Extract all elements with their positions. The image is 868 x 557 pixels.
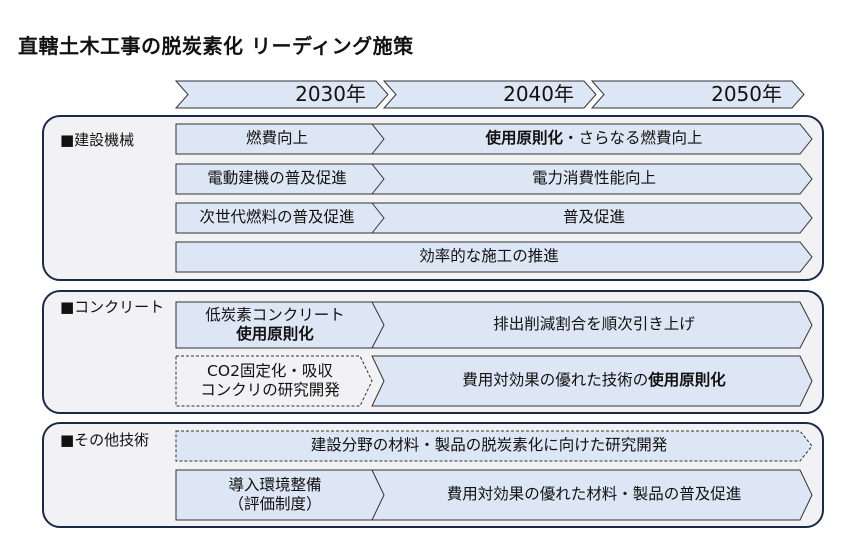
row-right-text: 排出削減割合を順次引き上げ bbox=[493, 315, 695, 334]
row-fuel-efficiency: 燃費向上 使用原則化・さらなる燃費向上 bbox=[175, 123, 813, 155]
row-next-gen-fuel: 次世代燃料の普及促進 普及促進 bbox=[175, 202, 813, 234]
row-right-text: 使用原則化・さらなる燃費向上 bbox=[485, 129, 703, 148]
page-title: 直轄土木工事の脱炭素化 リーディング施策 bbox=[18, 34, 414, 58]
group-label: ■その他技術 bbox=[60, 431, 150, 449]
timeline-label: 2050年 bbox=[711, 82, 782, 106]
group-label: ■建設機械 bbox=[60, 131, 135, 149]
row-right-text: 電力消費性能向上 bbox=[531, 169, 656, 188]
row-left-text: 燃費向上 bbox=[245, 129, 308, 148]
row-electric-machinery: 電動建機の普及促進 電力消費性能向上 bbox=[175, 163, 813, 195]
row-left-text: 導入環境整備 （評価制度） bbox=[228, 475, 322, 513]
row-co2-concrete-research: CO2固定化・吸収 コンクリの研究開発 費用対効果の優れた技術の使用原則化 bbox=[175, 355, 813, 407]
timeline-label: 2040年 bbox=[503, 82, 574, 106]
row-full-text: 効率的な施工の推進 bbox=[419, 247, 559, 266]
row-efficient-construction: 効率的な施工の推進 bbox=[175, 241, 813, 273]
row-left-text: 低炭素コンクリート 使用原則化 bbox=[205, 305, 345, 343]
row-material-research: 建設分野の材料・製品の脱炭素化に向けた研究開発 bbox=[175, 430, 813, 462]
row-left-text: CO2固定化・吸収 コンクリの研究開発 bbox=[200, 361, 340, 399]
row-right-text: 費用対効果の優れた技術の使用原則化 bbox=[462, 371, 726, 390]
row-right-text: 普及促進 bbox=[562, 208, 625, 227]
timeline-arrow-2040: 2040年 bbox=[382, 80, 597, 109]
group-label: ■コンクリート bbox=[60, 298, 165, 316]
row-left-text: 電動建機の普及促進 bbox=[207, 169, 347, 188]
row-low-carbon-concrete: 低炭素コンクリート 使用原則化 排出削減割合を順次引き上げ bbox=[175, 301, 813, 349]
row-left-text: 次世代燃料の普及促進 bbox=[199, 208, 355, 227]
row-evaluation-system: 導入環境整備 （評価制度） 費用対効果の優れた材料・製品の普及促進 bbox=[175, 469, 813, 521]
timeline-arrow-2030: 2030年 bbox=[174, 80, 389, 109]
timeline-label: 2030年 bbox=[295, 82, 366, 106]
row-right-text: 費用対効果の優れた材料・製品の普及促進 bbox=[446, 485, 742, 504]
row-full-text: 建設分野の材料・製品の脱炭素化に向けた研究開発 bbox=[310, 436, 668, 455]
timeline-arrow-2050: 2050年 bbox=[590, 80, 805, 109]
